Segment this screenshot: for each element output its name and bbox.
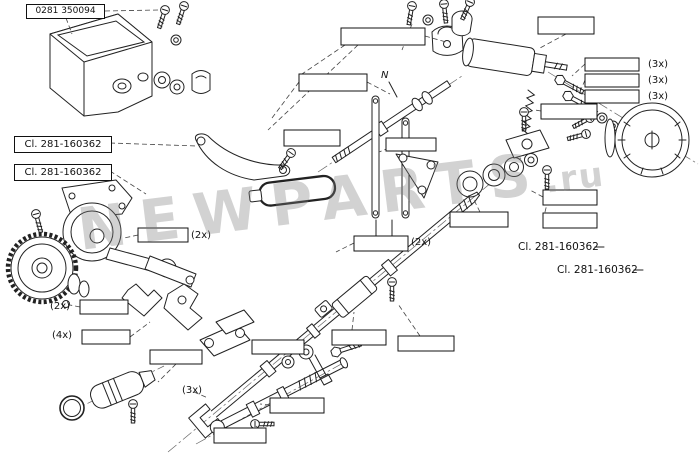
callout-box [385, 137, 437, 152]
callout-box [584, 57, 640, 72]
callout-box [584, 89, 640, 104]
qty-label-3x: (3x) [648, 75, 669, 86]
callout-box [542, 212, 598, 229]
bearing-rings [456, 153, 538, 198]
qty-label-3x: (3x) [648, 91, 669, 102]
callout-box [298, 73, 368, 92]
screw-icon [387, 277, 397, 302]
callout-box [81, 329, 131, 345]
callout-boxes [79, 16, 640, 444]
screw-icon [128, 399, 138, 424]
callout-box [137, 227, 189, 243]
feed-crank [61, 179, 197, 288]
leader-lines [65, 9, 599, 429]
end-cover [604, 102, 690, 178]
shaft-clamp [505, 129, 550, 159]
top-clamp [451, 10, 473, 37]
link-plates [199, 309, 255, 357]
class-ref-right-bottom: Cl. 281-160362 [557, 264, 638, 276]
callout-box [283, 129, 341, 147]
callout-box [251, 339, 305, 355]
washer-icon [170, 34, 182, 46]
roller [90, 370, 156, 409]
link-bars [371, 95, 439, 249]
shaft-forks [121, 283, 203, 331]
motor-cylinder [462, 37, 568, 76]
gear [5, 231, 90, 308]
callout-box [340, 27, 426, 46]
callout-box [79, 299, 129, 315]
main-shaft [188, 191, 480, 439]
screw-icon [566, 128, 592, 144]
n-marker-leader [388, 81, 398, 98]
callout-box [331, 329, 387, 346]
callout-box [353, 235, 409, 252]
qty-label-2x: (2x) [191, 230, 212, 241]
callout-box [269, 397, 325, 414]
screw-icon [173, 0, 191, 26]
part-number-label: 0281 350094 [26, 4, 105, 19]
callout-box [213, 427, 267, 444]
screw-icon [542, 165, 552, 190]
qty-label-2x: (2x) [50, 301, 71, 312]
callout-box [149, 349, 203, 365]
screw-icon [154, 3, 172, 30]
n-marker: N [381, 70, 389, 81]
oil-fitting [153, 70, 211, 95]
callout-box [397, 335, 455, 352]
o-ring [59, 395, 85, 421]
paddle [248, 174, 337, 207]
callout-box [584, 73, 640, 88]
screw-icon [438, 0, 451, 24]
oil-reservoir [49, 13, 153, 117]
qty-label-4x: (4x) [52, 330, 73, 341]
callout-box [537, 16, 595, 35]
callout-box [540, 103, 598, 120]
class-ref-right-top: Cl. 281-160362 [518, 241, 599, 253]
callout-box [542, 189, 598, 206]
qty-label-2x: (2x) [411, 237, 432, 248]
class-ref-left-bottom: Cl. 281-160362 [14, 164, 112, 181]
screw-icon [30, 208, 46, 234]
qty-label-3x: (3x) [648, 59, 669, 70]
screw-icon [250, 419, 275, 429]
washer-icon [596, 112, 608, 124]
washer-icon [422, 14, 434, 26]
label-dashes [594, 246, 644, 271]
bell-crank-arm [194, 133, 291, 181]
qty-label-3x: (3x) [182, 385, 203, 396]
class-ref-left-top: Cl. 281-160362 [14, 136, 112, 153]
screw-icon [403, 0, 418, 26]
callout-box [449, 211, 509, 228]
